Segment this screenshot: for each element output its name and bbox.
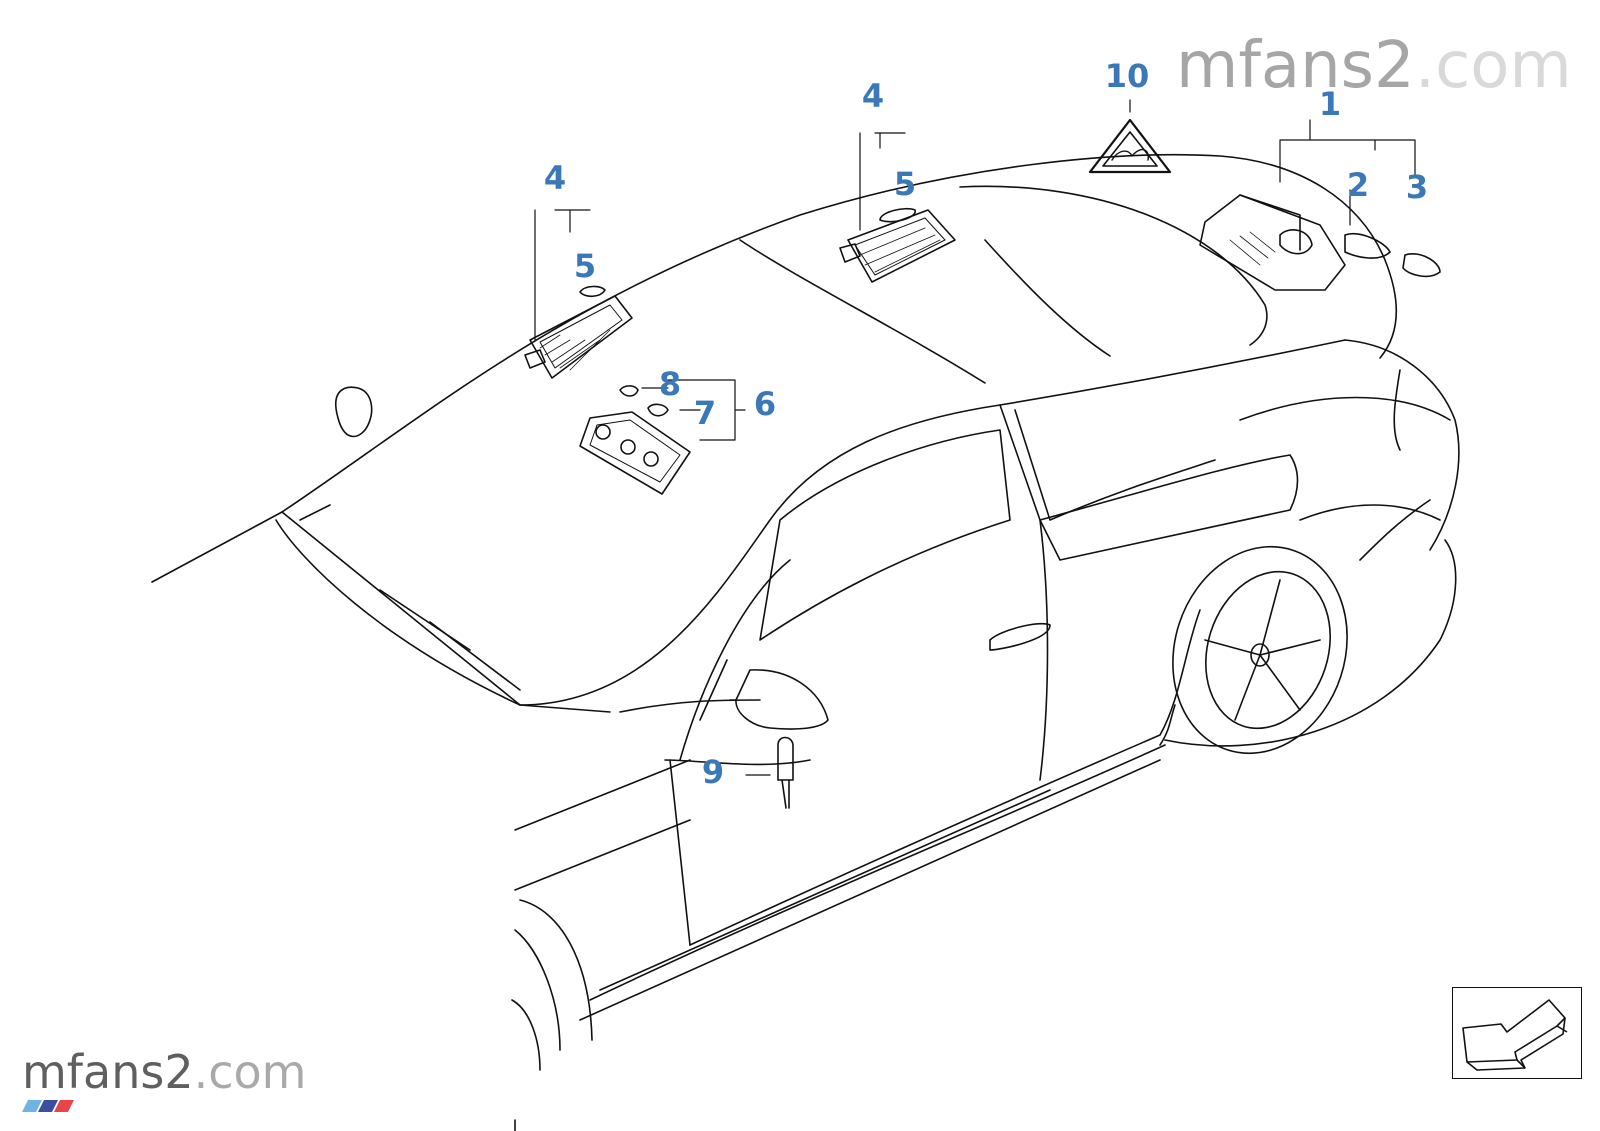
callout-8: 8 [658, 365, 682, 403]
watermark-bottom: mfans2.com [22, 1046, 306, 1098]
watermark-top-tld: .com [1414, 29, 1572, 103]
car-body-outline [151, 153, 1460, 1131]
callout-9: 9 [701, 753, 725, 791]
arrow-back-icon [1462, 999, 1568, 1071]
m-stripe-logo [22, 1100, 74, 1112]
back-navigation-button[interactable] [1452, 987, 1582, 1079]
callout-4-left: 4 [543, 159, 567, 197]
callout-7: 7 [693, 394, 717, 432]
watermark-bottom-brand: mfans2 [22, 1045, 194, 1099]
rear-wheel [1172, 545, 1348, 755]
part-lamp-left [524, 285, 633, 379]
callout-5-left: 5 [573, 247, 597, 285]
watermark-top: mfans2.com [1176, 30, 1572, 102]
callout-3: 3 [1405, 168, 1429, 206]
callout-4-centre: 4 [861, 77, 885, 115]
part-warning-triangle [1088, 118, 1172, 174]
callout-2: 2 [1346, 166, 1370, 204]
part-rear-lamp [1199, 194, 1441, 291]
callout-10: 10 [1104, 57, 1150, 95]
callout-1: 1 [1318, 85, 1342, 123]
part-lamp-centre [839, 207, 956, 283]
leader-lines [534, 99, 1416, 776]
watermark-bottom-tld: .com [193, 1045, 307, 1099]
watermark-top-brand: mfans2 [1176, 29, 1415, 103]
callout-6: 6 [753, 385, 777, 423]
callout-5-centre: 5 [893, 165, 917, 203]
part-reading-lamp [579, 385, 691, 495]
part-bulb-9 [777, 736, 794, 809]
